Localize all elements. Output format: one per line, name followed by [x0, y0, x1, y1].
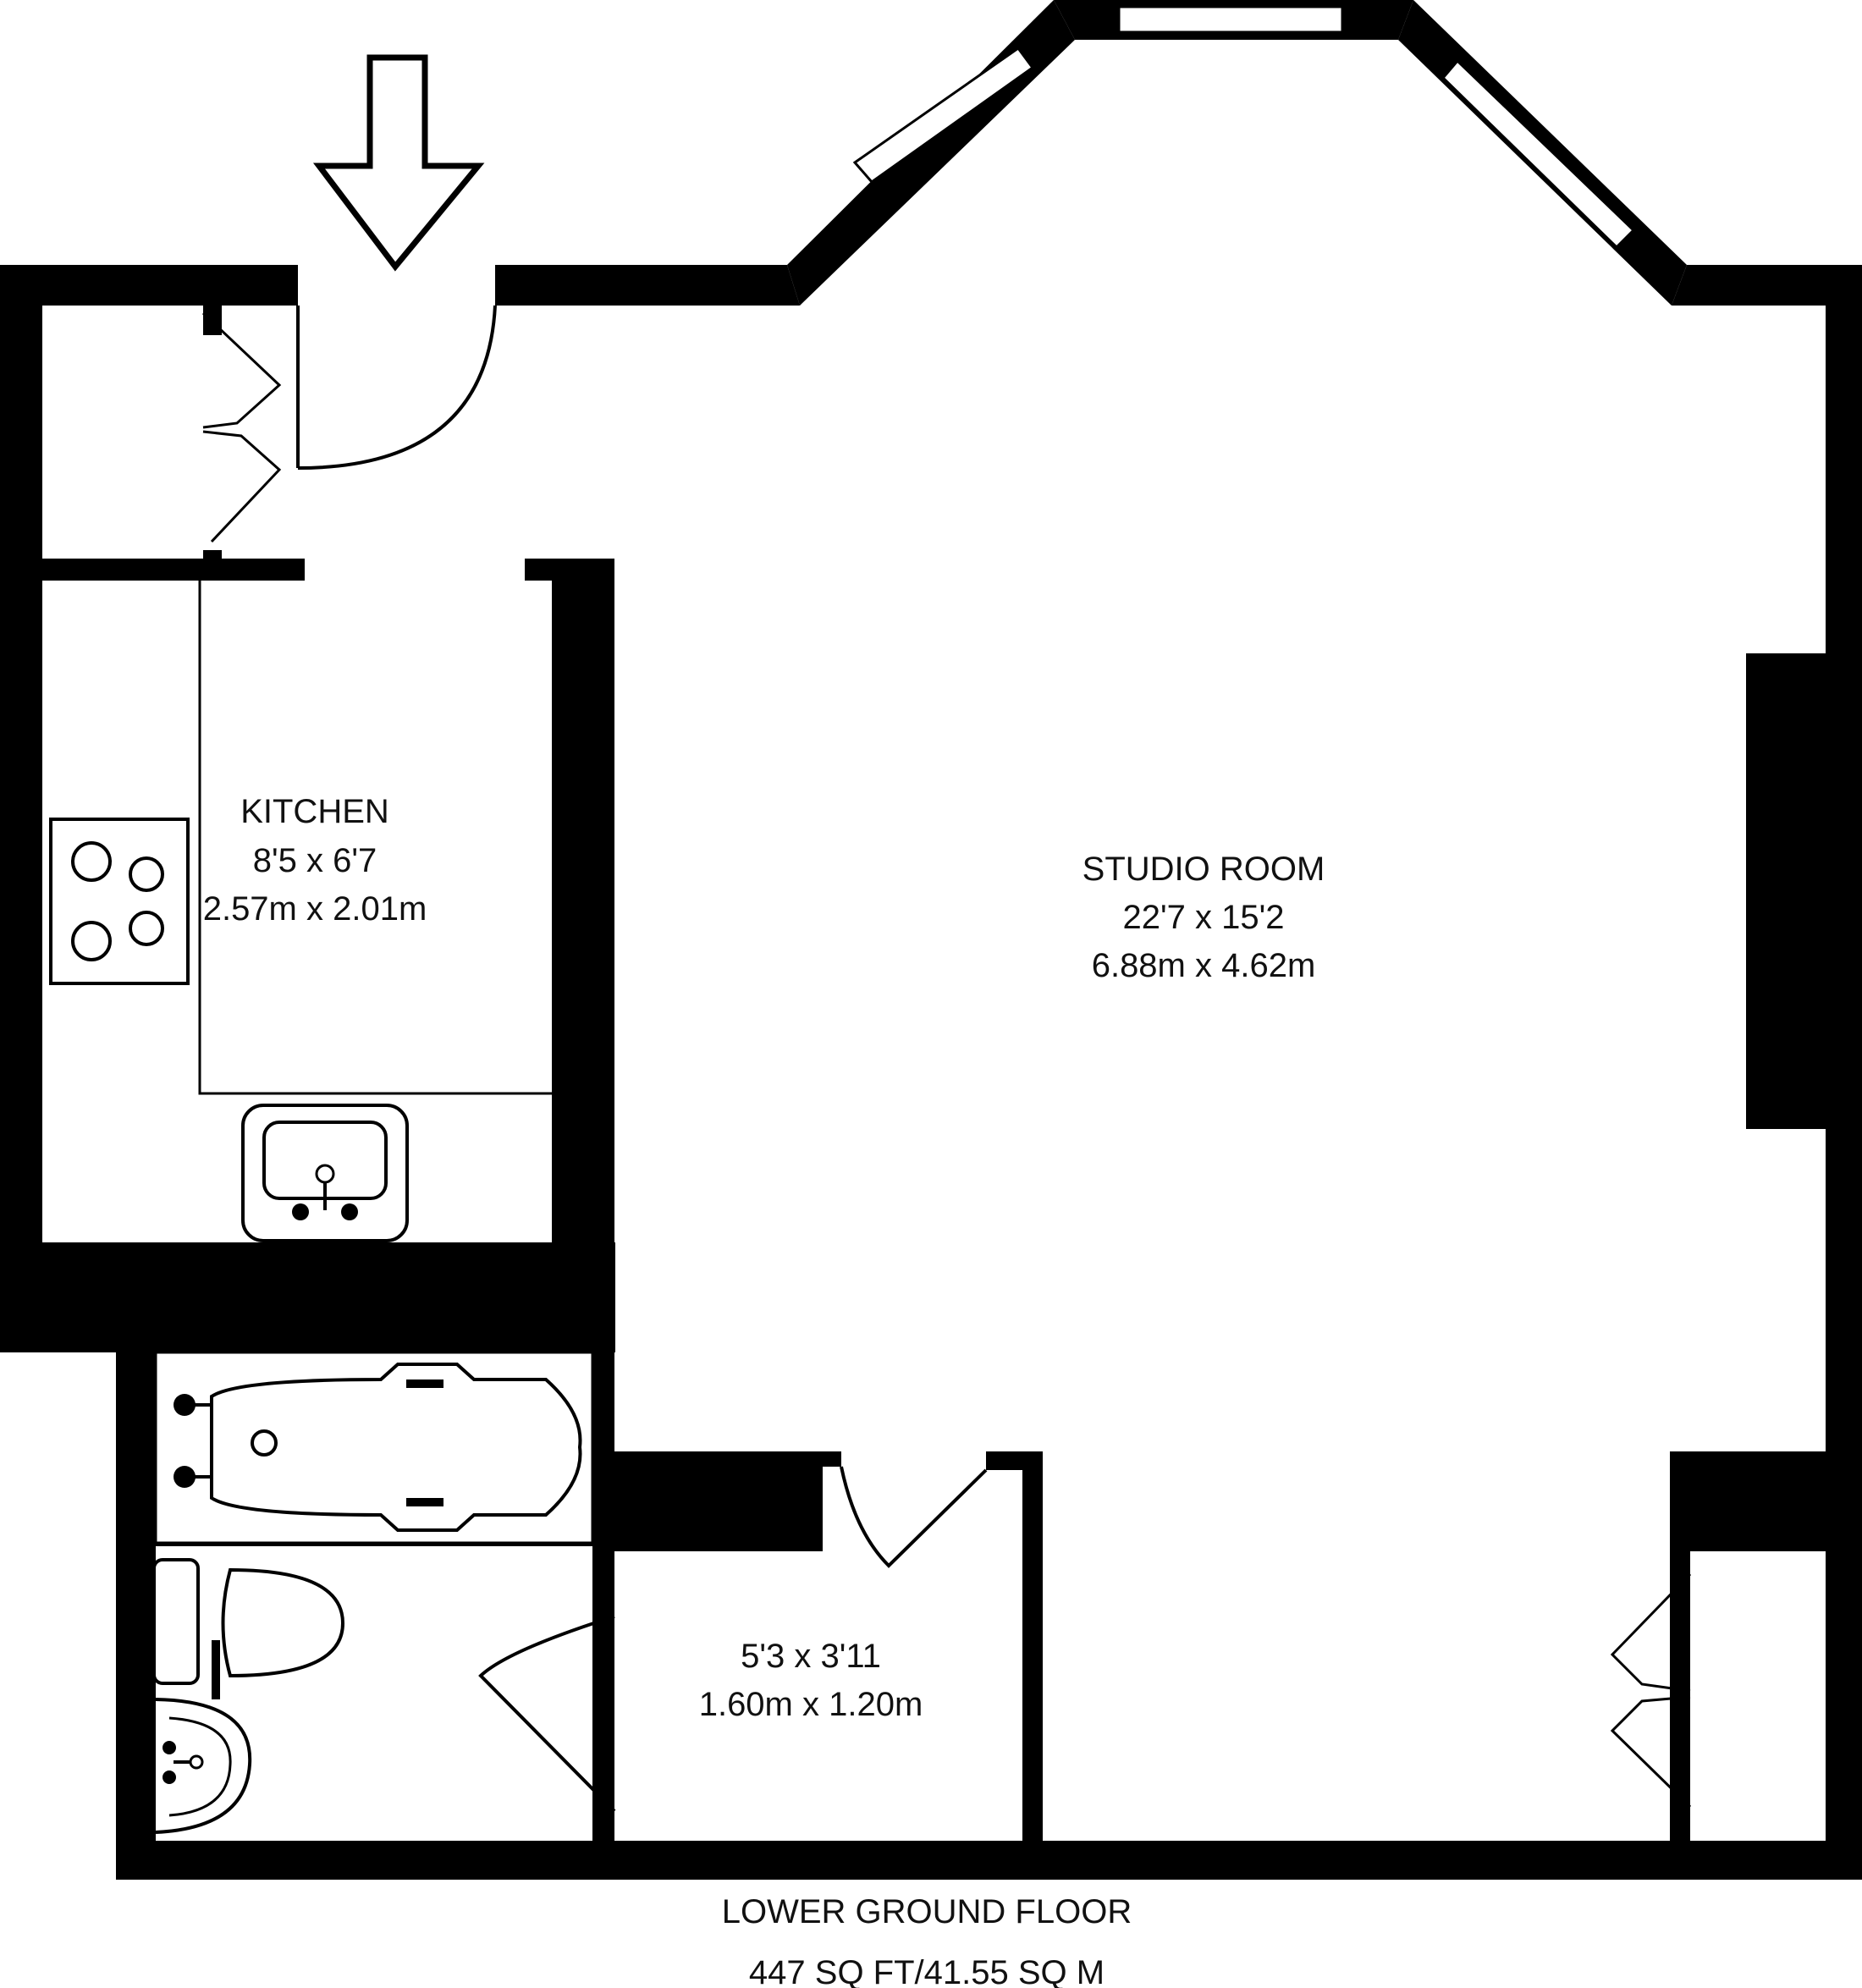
- studio-label: STUDIO ROOM 22'7 x 15'2 6.88m x 4.62m: [1082, 851, 1325, 984]
- kitchen-sink-icon: [241, 1104, 409, 1242]
- entrance-arrow-icon: [312, 54, 485, 272]
- floor-name: LOWER GROUND FLOOR: [722, 1893, 1132, 1930]
- studio-metric: 6.88m x 4.62m: [1092, 947, 1316, 984]
- wash-basin-icon: [155, 1698, 252, 1834]
- doors: [201, 305, 1692, 1813]
- studio-name: STUDIO ROOM: [1082, 851, 1325, 888]
- store-metric: 1.60m x 1.20m: [699, 1686, 923, 1723]
- kitchen-worktop: [198, 581, 552, 1095]
- bay-windows: [852, 5, 1636, 250]
- kitchen-name: KITCHEN: [240, 793, 389, 830]
- interior-walls: [42, 306, 1826, 1879]
- studio-imperial: 22'7 x 15'2: [1123, 899, 1285, 936]
- bathtub-icon: [154, 1351, 594, 1545]
- kitchen-label: KITCHEN 8'5 x 6'7 2.57m x 2.01m: [203, 793, 427, 928]
- toilet-icon: [152, 1558, 345, 1699]
- store-label: 5'3 x 3'11 1.60m x 1.20m: [699, 1638, 923, 1723]
- kitchen-metric: 2.57m x 2.01m: [203, 890, 427, 928]
- kitchen-imperial: 8'5 x 6'7: [253, 842, 377, 879]
- floor-caption: LOWER GROUND FLOOR 447 SQ FT/41.55 SQ M: [722, 1893, 1132, 1988]
- floor-area: 447 SQ FT/41.55 SQ M: [749, 1954, 1105, 1988]
- hob-icon: [49, 818, 190, 985]
- store-imperial: 5'3 x 3'11: [741, 1638, 881, 1675]
